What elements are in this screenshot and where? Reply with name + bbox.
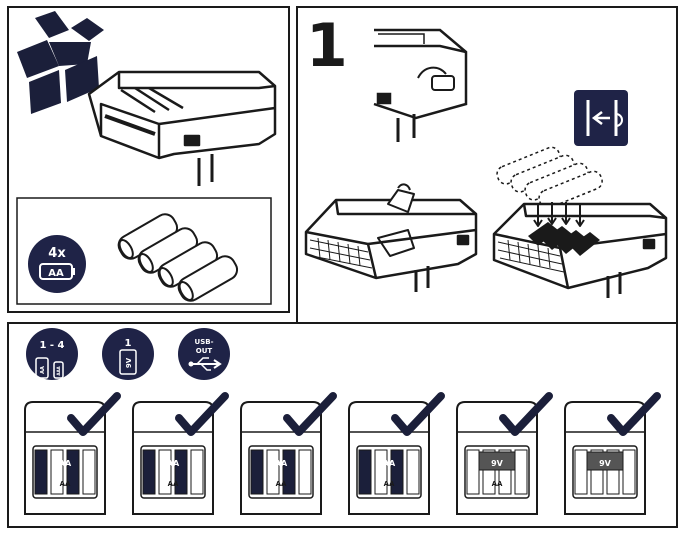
config-label-a: 9V: [491, 459, 504, 468]
quantity-label: 4x: [48, 246, 66, 261]
usb-label-line1: USB-: [195, 338, 214, 346]
battery-slot: [622, 449, 636, 495]
step1-illustration: 1: [304, 11, 668, 298]
battery-slot: [250, 449, 264, 495]
battery-slot: [66, 449, 80, 495]
battery-slot: [282, 449, 296, 495]
config-card: 9V: [564, 392, 661, 515]
config-label-a: AA: [167, 459, 180, 468]
nine-volt-cell: [586, 451, 624, 471]
usb-out-icon: [178, 328, 230, 380]
cell-aa-label: AA: [40, 366, 46, 374]
contents-illustration: 4x AA: [16, 11, 277, 305]
nine-volt-count: 1: [125, 338, 132, 349]
battery-bay: [248, 445, 314, 499]
config-card: 9V AA: [456, 392, 553, 515]
charger-illustration: [87, 70, 277, 186]
config-label-b: AA: [168, 480, 179, 488]
lid-detail-illustration: [373, 28, 468, 142]
battery-slot: [266, 449, 280, 495]
aa-aaa-capacity-icon: [26, 328, 78, 380]
battery-slot: [298, 449, 312, 495]
battery-quantity-badge: [28, 235, 86, 293]
config-card: AA AA: [240, 392, 337, 515]
battery-bay: [356, 445, 422, 499]
config-label-b: AA: [492, 480, 503, 488]
check-icon: [499, 392, 553, 436]
battery-slot: [374, 449, 388, 495]
battery-slot: [50, 449, 64, 495]
check-icon: [283, 392, 337, 436]
usb-label-line2: OUT: [196, 347, 213, 355]
battery-slot: [82, 449, 96, 495]
config-label-b: AA: [276, 480, 287, 488]
battery-slot: [390, 449, 404, 495]
battery-slot: [190, 449, 204, 495]
battery-slot: [34, 449, 48, 495]
config-card: AA AA: [132, 392, 229, 515]
battery-slot: [358, 449, 372, 495]
config-label-a: AA: [275, 459, 288, 468]
battery-bay: [32, 445, 98, 499]
aa-batteries-illustration: [117, 213, 239, 302]
check-icon: [391, 392, 445, 436]
battery-slot: [142, 449, 156, 495]
step-number: 1: [306, 11, 348, 81]
check-icon: [67, 392, 121, 436]
check-icon: [607, 392, 661, 436]
battery-bay: [140, 445, 206, 499]
configuration-cards: AA AA AA AA AA AA AA AA 9V AA 9V: [24, 392, 661, 515]
battery-slot: [174, 449, 188, 495]
battery-slot: [574, 449, 588, 495]
polarity-icon: [574, 90, 628, 146]
battery-slot: [466, 449, 480, 495]
contents-box: [16, 197, 272, 305]
charger-insert-illustration: [492, 146, 668, 298]
charger-open-illustration: [304, 183, 478, 292]
config-card: AA AA: [348, 392, 445, 515]
config-label-a: AA: [383, 459, 396, 468]
nine-volt-type: 9V: [125, 357, 133, 368]
cell-aaa-label: AAA: [56, 365, 61, 375]
open-box-icon: [17, 11, 104, 114]
config-label-a: AA: [59, 459, 72, 468]
battery-slot: [514, 449, 528, 495]
check-icon: [175, 392, 229, 436]
nine-volt-cell: [478, 451, 516, 471]
configurations-illustration: 1 - 4 AA AAA 1 9V USB- OUT AAAAAAAAAAAAA…: [24, 328, 661, 515]
config-card: AA AA: [24, 392, 121, 515]
battery-slot: [158, 449, 172, 495]
config-label-a: 9V: [599, 459, 612, 468]
config-label-b: AA: [60, 480, 71, 488]
contents-panel: 4x AA: [7, 6, 290, 313]
config-label-b: AA: [384, 480, 395, 488]
battery-type-label: AA: [48, 268, 64, 279]
step1-panel: 1: [296, 6, 678, 324]
nine-volt-icon: [102, 328, 154, 380]
capacity-range-label: 1 - 4: [39, 340, 64, 351]
battery-slot: [406, 449, 420, 495]
